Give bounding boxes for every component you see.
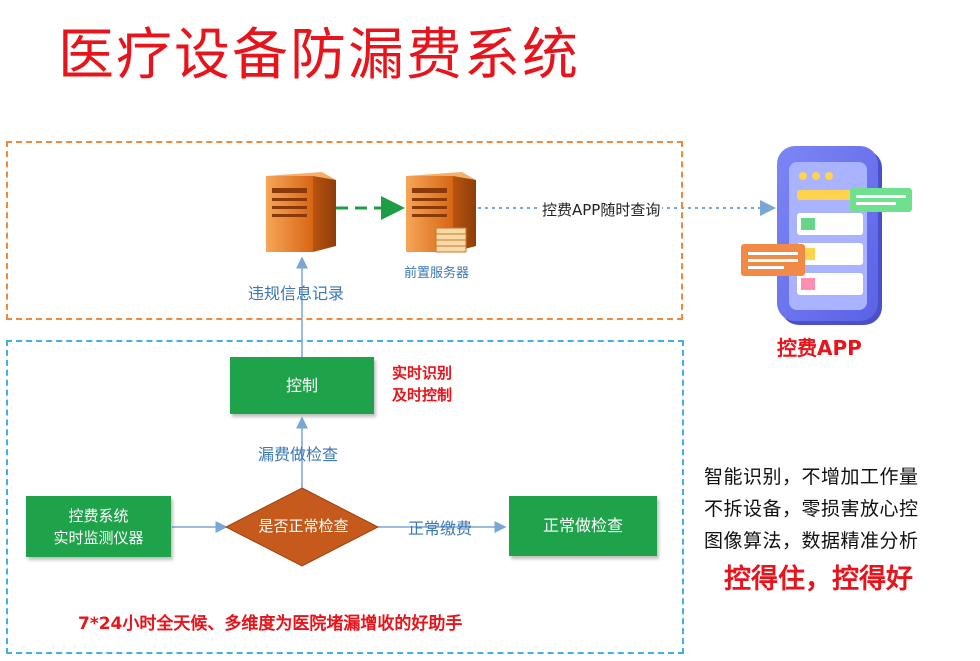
realtime-note-line2: 及时控制 — [392, 386, 453, 404]
page-title: 医疗设备防漏费系统 — [58, 23, 580, 88]
normal-check-label: 正常做检查 — [542, 516, 623, 535]
monitor-node-line2: 实时监测仪器 — [53, 528, 144, 547]
monitor-node-line1: 控费系统 — [68, 506, 129, 525]
feature-line-3: 图像算法，数据精准分析 — [704, 530, 919, 552]
mobile-app-icon — [741, 146, 912, 325]
monitor-node: 控费系统 实时监测仪器 — [26, 496, 171, 557]
app-label: 控费APP — [777, 336, 862, 360]
control-node: 控制 — [230, 357, 374, 414]
app-query-label: 控费APP随时查询 — [540, 199, 663, 220]
feature-line-1: 智能识别，不增加工作量 — [704, 466, 919, 488]
feature-highlight: 控得住，控得好 — [724, 564, 913, 595]
violation-record-label: 违规信息记录 — [248, 284, 345, 303]
slogan: 7*24小时全天候、多维度为医院堵漏增收的好助手 — [78, 614, 463, 634]
leak-check-label: 漏费做检查 — [258, 445, 339, 464]
control-node-label: 控制 — [285, 375, 318, 395]
feature-line-2: 不拆设备，零损害放心控 — [704, 498, 919, 520]
normal-payment-label: 正常缴费 — [408, 519, 473, 538]
realtime-note-line1: 实时识别 — [392, 364, 453, 382]
normal-check-node: 正常做检查 — [509, 496, 657, 556]
decision-diamond — [224, 487, 380, 567]
front-server-icon — [406, 172, 476, 253]
device-zone-frame — [6, 340, 684, 654]
server-zone-frame — [6, 141, 683, 320]
front-server-label: 前置服务器 — [404, 266, 470, 281]
decision-label: 是否正常检查 — [258, 517, 349, 535]
server-icon — [266, 172, 336, 252]
